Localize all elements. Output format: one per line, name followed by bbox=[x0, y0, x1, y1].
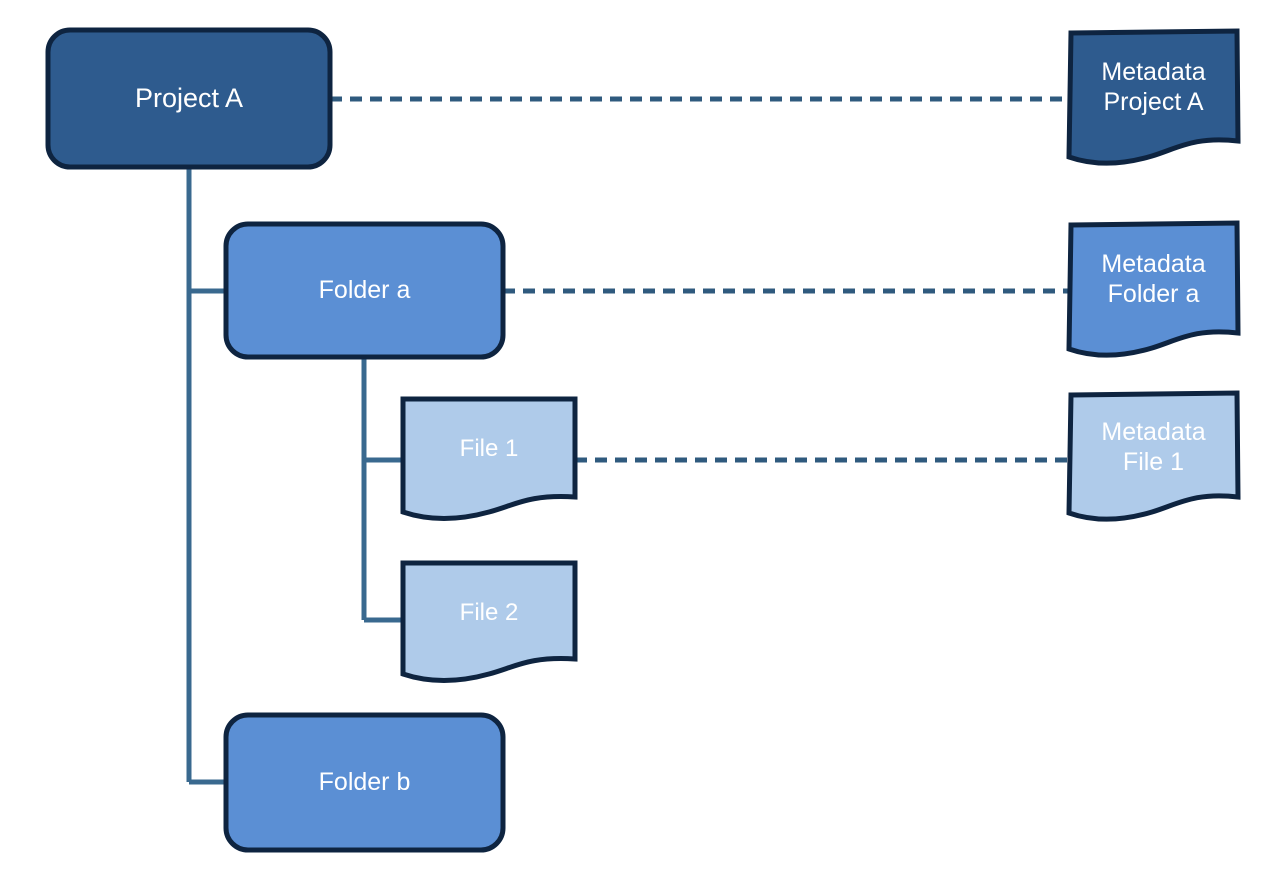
node-shape-metadata-file-1[interactable] bbox=[1066, 390, 1241, 522]
node-shape-folder-b[interactable] bbox=[223, 712, 506, 853]
connector-layer bbox=[186, 96, 1069, 785]
node-shape-folder-a[interactable] bbox=[223, 221, 506, 360]
node-shape-metadata-project-a[interactable] bbox=[1066, 28, 1241, 166]
node-shape-file-2[interactable] bbox=[400, 560, 578, 683]
shape-layer bbox=[45, 27, 1241, 853]
node-shape-metadata-folder-a[interactable] bbox=[1066, 220, 1241, 358]
node-shape-project-a[interactable] bbox=[45, 27, 333, 170]
node-shape-file-1[interactable] bbox=[400, 396, 578, 521]
